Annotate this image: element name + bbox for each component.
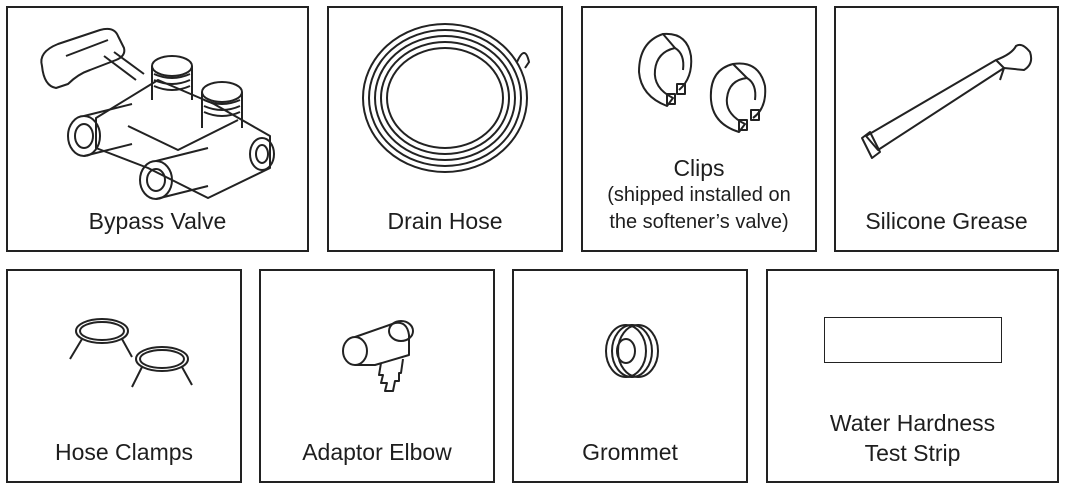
hose-clamps-icon (69, 318, 193, 388)
adaptor-elbow-icon (342, 320, 414, 392)
clips-note-line2: the softener’s valve) (609, 211, 789, 233)
water-hardness-line1: Water Hardness (829, 410, 996, 436)
grommet-label: Grommet (582, 439, 678, 465)
bypass-valve-label: Bypass Valve (88, 208, 227, 234)
water-hardness-label: Water Hardness Test Strip (768, 408, 1057, 468)
hose-clamps-label: Hose Clamps (54, 439, 194, 465)
bypass-valve-icon (40, 27, 275, 200)
clips-label: Clips (shipped installed on the softener… (583, 154, 815, 236)
test-strip-icon (824, 317, 1002, 363)
bypass-valve-panel: Bypass Valve (6, 6, 309, 252)
adaptor-elbow-label: Adaptor Elbow (302, 439, 452, 465)
silicone-grease-panel: Silicone Grease (834, 6, 1059, 252)
clips-note-line1: (shipped installed on (607, 184, 791, 206)
clips-title: Clips (673, 155, 725, 181)
drain-hose-panel: Drain Hose (327, 6, 563, 252)
water-hardness-panel: Water Hardness Test Strip (766, 269, 1059, 483)
drain-hose-label: Drain Hose (387, 208, 503, 234)
adaptor-elbow-panel: Adaptor Elbow (259, 269, 495, 483)
grommet-icon (605, 324, 659, 378)
clips-panel: Clips (shipped installed on the softener… (581, 6, 817, 252)
hose-clamps-panel: Hose Clamps (6, 269, 242, 483)
silicone-grease-icon (861, 43, 1033, 159)
grommet-panel: Grommet (512, 269, 748, 483)
clips-icon (638, 32, 767, 133)
water-hardness-line2: Test Strip (864, 440, 961, 466)
drain-hose-icon (362, 23, 531, 173)
silicone-grease-label: Silicone Grease (865, 208, 1028, 234)
